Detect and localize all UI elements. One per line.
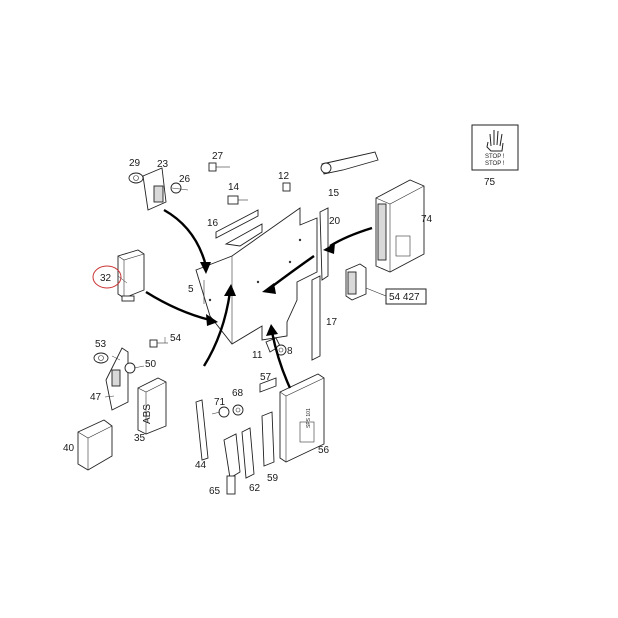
label-sps: SPS 101 — [306, 408, 312, 428]
label-75: 75 — [484, 177, 496, 188]
relay-32 — [117, 249, 145, 302]
clip-54 — [149, 339, 168, 348]
label-5: 5 — [188, 284, 194, 295]
stop-notice-box — [471, 124, 519, 171]
label-57: 57 — [260, 372, 272, 383]
control-unit-74 — [375, 179, 425, 273]
label-47: 47 — [90, 392, 102, 403]
arrow-23-to-panel — [163, 208, 208, 267]
support-bar-17 — [311, 275, 321, 361]
label-tag-57 — [259, 377, 277, 393]
arrow-40-up — [202, 291, 232, 367]
connector-59 — [261, 411, 275, 467]
label-56: 56 — [318, 445, 330, 456]
bolt-14 — [227, 195, 248, 205]
module-40 — [77, 419, 113, 471]
label-54: 54 — [170, 333, 182, 344]
screw-26 — [170, 182, 189, 194]
label-74: 74 — [421, 214, 433, 225]
label-14: 14 — [228, 182, 240, 193]
stop-line-1: STOP ! — [485, 154, 505, 160]
screw-71 — [211, 406, 230, 418]
nut-29 — [128, 172, 144, 184]
label-12: 12 — [278, 171, 290, 182]
clip-27 — [208, 162, 230, 172]
arrows — [145, 208, 373, 389]
bracket-47 — [105, 347, 129, 411]
bracket-23 — [142, 167, 167, 211]
stop-hand-icon — [486, 130, 504, 152]
washer-68 — [232, 404, 244, 416]
cable-tie-15 — [320, 151, 379, 175]
label-65: 65 — [209, 486, 221, 497]
bracket-16 — [215, 209, 263, 247]
label-20: 20 — [329, 216, 341, 227]
label-abs: ABS — [142, 404, 153, 424]
abs-module-35 — [137, 377, 167, 435]
leader-lines — [104, 275, 166, 398]
part-number-box — [385, 288, 427, 305]
label-29: 29 — [129, 158, 141, 169]
label-44: 44 — [195, 460, 207, 471]
arrow-32-to-panel — [145, 290, 211, 322]
label-27: 27 — [212, 151, 224, 162]
label-62: 62 — [249, 483, 261, 494]
label-23: 23 — [157, 159, 169, 170]
plug-65 — [223, 433, 241, 495]
arrow-56-up — [270, 331, 292, 389]
nut-53 — [93, 352, 109, 364]
bracket-44 — [195, 399, 209, 461]
screw-50 — [124, 362, 145, 374]
connector-62 — [241, 427, 255, 479]
part-labels: 29 23 27 26 14 12 15 16 20 74 32 5 54 42… — [63, 151, 505, 497]
label-71: 71 — [214, 397, 226, 408]
label-53: 53 — [95, 339, 107, 350]
label-35: 35 — [134, 433, 146, 444]
label-8: 8 — [287, 346, 293, 357]
label-15: 15 — [328, 188, 340, 199]
label-26: 26 — [179, 174, 191, 185]
label-68: 68 — [232, 388, 244, 399]
label-32: 32 — [100, 273, 112, 284]
label-40: 40 — [63, 443, 75, 454]
connector-54427 — [345, 263, 387, 301]
label-59: 59 — [267, 473, 279, 484]
label-17: 17 — [326, 317, 338, 328]
label-50: 50 — [145, 359, 157, 370]
highlight-ring-32 — [92, 265, 122, 289]
label-16: 16 — [207, 218, 219, 229]
support-bar-20 — [319, 207, 329, 281]
label-11: 11 — [252, 350, 263, 361]
clip-12 — [282, 182, 291, 192]
ecu-56 — [279, 373, 325, 463]
arrow-74-to-panel — [329, 226, 373, 248]
stop-line-2: STOP ! — [485, 161, 505, 167]
label-54427: 54 427 — [389, 292, 420, 303]
